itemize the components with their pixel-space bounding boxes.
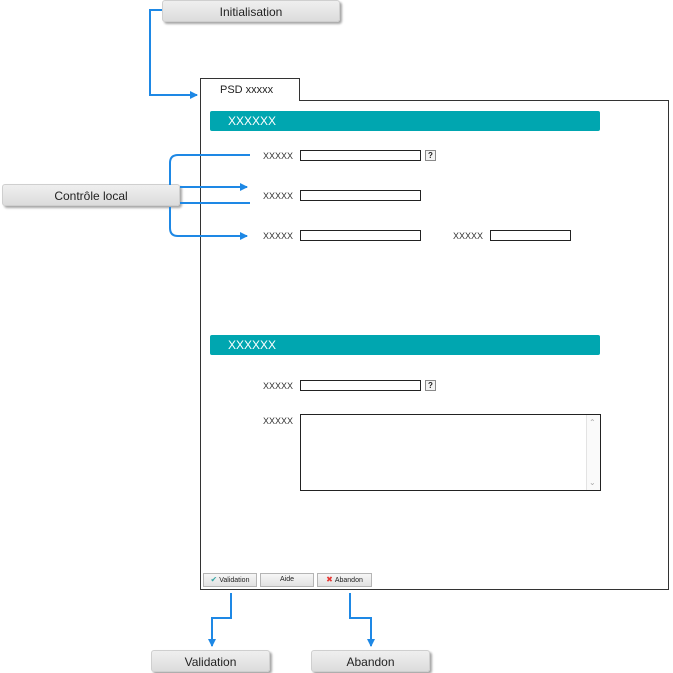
- field-label-3: XXXXX: [263, 231, 294, 241]
- textarea-scrollbar[interactable]: ⌃ ⌄: [586, 415, 600, 490]
- aide-button[interactable]: Aide: [260, 573, 314, 587]
- abandon-arrow: [349, 593, 375, 647]
- field-label-6: XXXXX: [263, 416, 294, 426]
- abandon-callout: Abandon: [311, 650, 430, 672]
- abandon-button[interactable]: ✖Abandon: [317, 573, 372, 587]
- validation-arrow: [208, 593, 232, 647]
- initialisation-callout: Initialisation: [162, 0, 340, 22]
- validation-button-label: Validation: [219, 577, 250, 584]
- initialisation-arrow: [149, 9, 198, 99]
- multiline-text-area[interactable]: ⌃ ⌄: [300, 414, 601, 491]
- validation-button[interactable]: ✔Validation: [203, 573, 257, 587]
- scroll-up-icon[interactable]: ⌃: [589, 418, 596, 427]
- text-field-5[interactable]: [300, 380, 421, 391]
- text-field-2[interactable]: [300, 190, 421, 201]
- field-label-4: XXXXX: [453, 231, 484, 241]
- scroll-down-icon[interactable]: ⌄: [589, 478, 596, 487]
- section-header-1: XXXXXX: [210, 111, 600, 131]
- field-label-5: XXXXX: [263, 381, 294, 391]
- text-field-1[interactable]: [300, 150, 421, 161]
- text-field-3[interactable]: [300, 230, 421, 241]
- help-button-1[interactable]: ?: [425, 150, 436, 161]
- field-label-1: XXXXX: [263, 151, 294, 161]
- validation-callout: Validation: [151, 650, 270, 672]
- controle-local-callout: Contrôle local: [2, 184, 180, 206]
- check-icon: ✔: [210, 575, 218, 584]
- cross-icon: ✖: [326, 575, 333, 584]
- help-button-2[interactable]: ?: [425, 380, 436, 391]
- abandon-button-label: Abandon: [334, 577, 363, 584]
- window-tab[interactable]: PSD xxxxx: [200, 78, 300, 101]
- text-field-4[interactable]: [490, 230, 571, 241]
- aide-button-label: Aide: [279, 576, 294, 583]
- section-header-2: XXXXXX: [210, 335, 600, 355]
- field-label-2: XXXXX: [263, 191, 294, 201]
